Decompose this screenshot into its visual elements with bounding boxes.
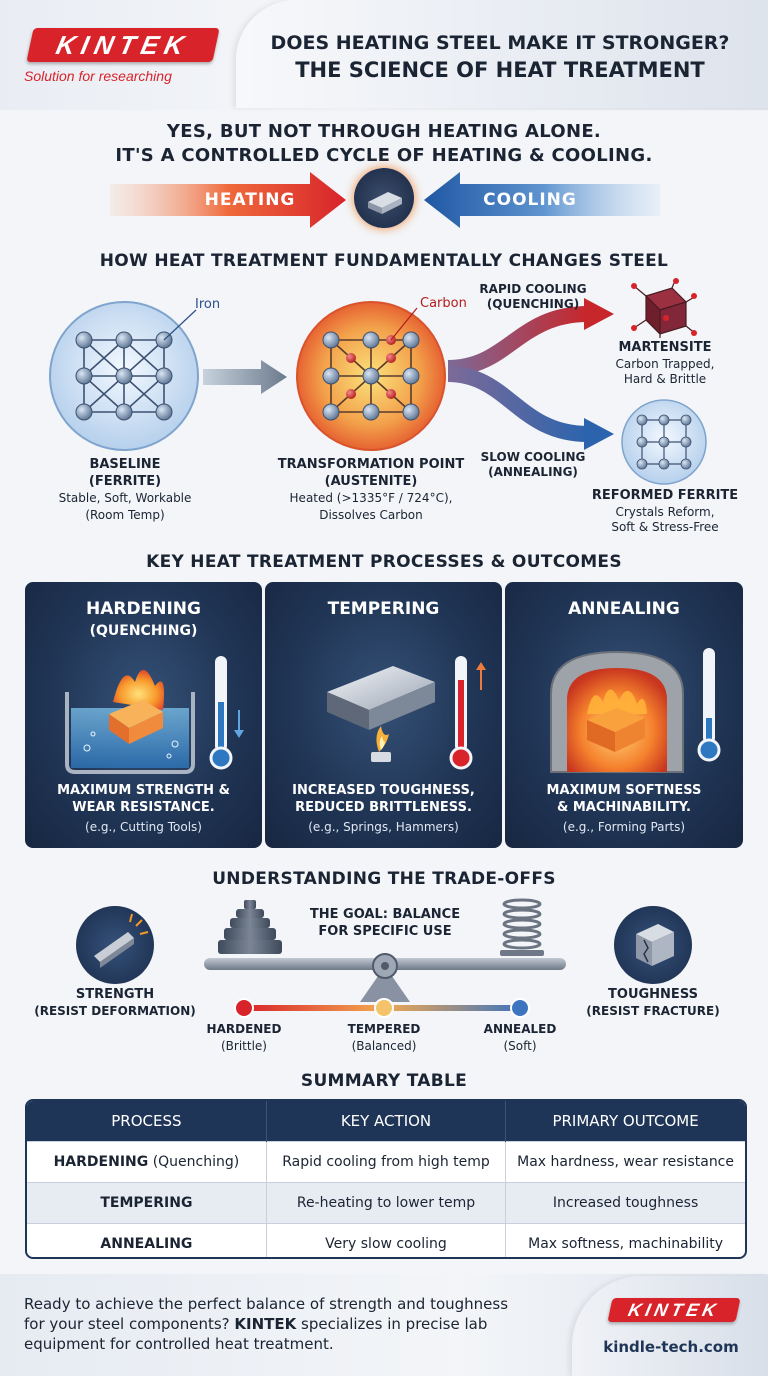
goal-text: THE GOAL: BALANCE FOR SPECIFIC USE <box>309 907 461 939</box>
cooling-arrow <box>424 172 660 228</box>
balance-scale-diagram <box>204 898 566 1002</box>
cooling-branch-arrows <box>448 298 614 450</box>
table-row: ANNEALING Very slow cooling Max softness… <box>27 1223 745 1257</box>
martensite-desc: Carbon Trapped, Hard & Brittle <box>615 357 715 386</box>
table-cell-outcome: Max softness, machinability <box>505 1223 745 1257</box>
table-cell-process: HARDENING (Quenching) <box>27 1141 267 1183</box>
annealing-card: ANNEALING MAXIMUM SOFTNESS & MACHINABILI… <box>505 582 743 848</box>
slow-cooling-label: SLOW COOLING (ANNEALING) <box>480 450 586 479</box>
heating-arrow <box>110 172 346 228</box>
table-header-process: PROCESS <box>27 1101 267 1142</box>
summary-title: SUMMARY TABLE <box>300 1071 468 1091</box>
furnace-icon <box>550 648 721 773</box>
footer-kintek-logo[interactable]: KINTEK <box>607 1298 741 1322</box>
table-row: HARDENING (Quenching) Rapid cooling from… <box>27 1141 745 1183</box>
strength-desc: (RESIST DEFORMATION) <box>34 1004 196 1018</box>
fundamentals-title: HOW HEAT TREATMENT FUNDAMENTALLY CHANGES… <box>99 251 669 271</box>
scale-label-annealed: ANNEALED (Soft) <box>483 1022 557 1053</box>
table-cell-action: Re-heating to lower temp <box>266 1182 507 1224</box>
iron-label: Iron <box>195 297 221 312</box>
martensite-title: MARTENSITE <box>618 340 712 355</box>
table-header-action: KEY ACTION <box>266 1101 507 1142</box>
processes-title: KEY HEAT TREATMENT PROCESSES & OUTCOMES <box>146 552 622 572</box>
martensite-crystal-icon <box>631 278 697 338</box>
kintek-logo[interactable]: KINTEK <box>26 28 220 62</box>
footer-cta-text: Ready to achieve the perfect balance of … <box>24 1295 509 1353</box>
logo-tagline: Solution for researching <box>24 68 172 84</box>
toughness-desc: (RESIST FRACTURE) <box>586 1004 720 1018</box>
header-swoosh <box>236 0 768 108</box>
carbon-label: Carbon <box>420 296 467 311</box>
summary-table: PROCESS KEY ACTION PRIMARY OUTCOME HARDE… <box>25 1099 747 1259</box>
steel-block-icon <box>354 168 414 228</box>
strength-label: STRENGTH <box>75 987 155 1002</box>
reformed-ferrite-diagram <box>621 399 707 485</box>
strength-bar-icon <box>76 906 154 984</box>
quench-bath-icon <box>65 656 244 774</box>
reformed-ferrite-desc: Crystals Reform, Soft & Stress-Free <box>611 505 719 534</box>
footer-website-link[interactable]: kindle-tech.com <box>603 1338 739 1356</box>
transformation-caption: TRANSFORMATION POINT (AUSTENITE) Heated … <box>277 457 465 522</box>
intro-line2: IT'S A CONTROLLED CYCLE OF HEATING & COO… <box>115 145 653 166</box>
table-cell-outcome: Max hardness, wear resistance <box>505 1141 745 1183</box>
baseline-caption: BASELINE (FERRITE) Stable, Soft, Workabl… <box>58 457 192 522</box>
scale-label-hardened: HARDENED (Brittle) <box>206 1022 282 1053</box>
page-title-line2: THE SCIENCE OF HEAT TREATMENT <box>295 58 705 82</box>
page-title-line1: DOES HEATING STEEL MAKE IT STRONGER? <box>270 32 730 54</box>
table-cell-action: Rapid cooling from high temp <box>266 1141 507 1183</box>
hardening-card: HARDENING (QUENCHING) MAXIMUM STRENGTH &… <box>25 582 262 848</box>
table-cell-process: ANNEALING <box>27 1223 267 1257</box>
ferrite-lattice-diagram <box>49 301 199 451</box>
table-cell-outcome: Increased toughness <box>505 1182 745 1224</box>
cooling-label: COOLING <box>483 190 577 210</box>
table-cell-action: Very slow cooling <box>266 1223 507 1257</box>
intro-line1: YES, BUT NOT THROUGH HEATING ALONE. <box>166 121 602 142</box>
heating-label: HEATING <box>204 190 296 210</box>
table-header-row: PROCESS KEY ACTION PRIMARY OUTCOME <box>27 1101 745 1142</box>
footer-swoosh <box>572 1276 768 1376</box>
austenite-lattice-diagram <box>296 301 446 451</box>
tempering-bar-icon <box>327 656 486 770</box>
toughness-label: TOUGHNESS <box>608 987 698 1002</box>
transform-arrow <box>203 360 287 394</box>
table-row: TEMPERING Re-heating to lower temp Incre… <box>27 1182 745 1224</box>
hardness-scale-bar <box>234 998 530 1018</box>
table-header-outcome: PRIMARY OUTCOME <box>505 1101 745 1142</box>
scale-label-tempered: TEMPERED (Balanced) <box>347 1022 421 1053</box>
reformed-ferrite-title: REFORMED FERRITE <box>591 488 739 503</box>
tempering-card: TEMPERING INCREASED TOUGHNESS, REDUCED B… <box>265 582 502 848</box>
table-cell-process: TEMPERING <box>27 1182 267 1224</box>
toughness-cube-icon <box>614 906 692 984</box>
tradeoffs-title: UNDERSTANDING THE TRADE-OFFS <box>212 869 556 889</box>
rapid-cooling-label: RAPID COOLING (QUENCHING) <box>479 282 587 311</box>
